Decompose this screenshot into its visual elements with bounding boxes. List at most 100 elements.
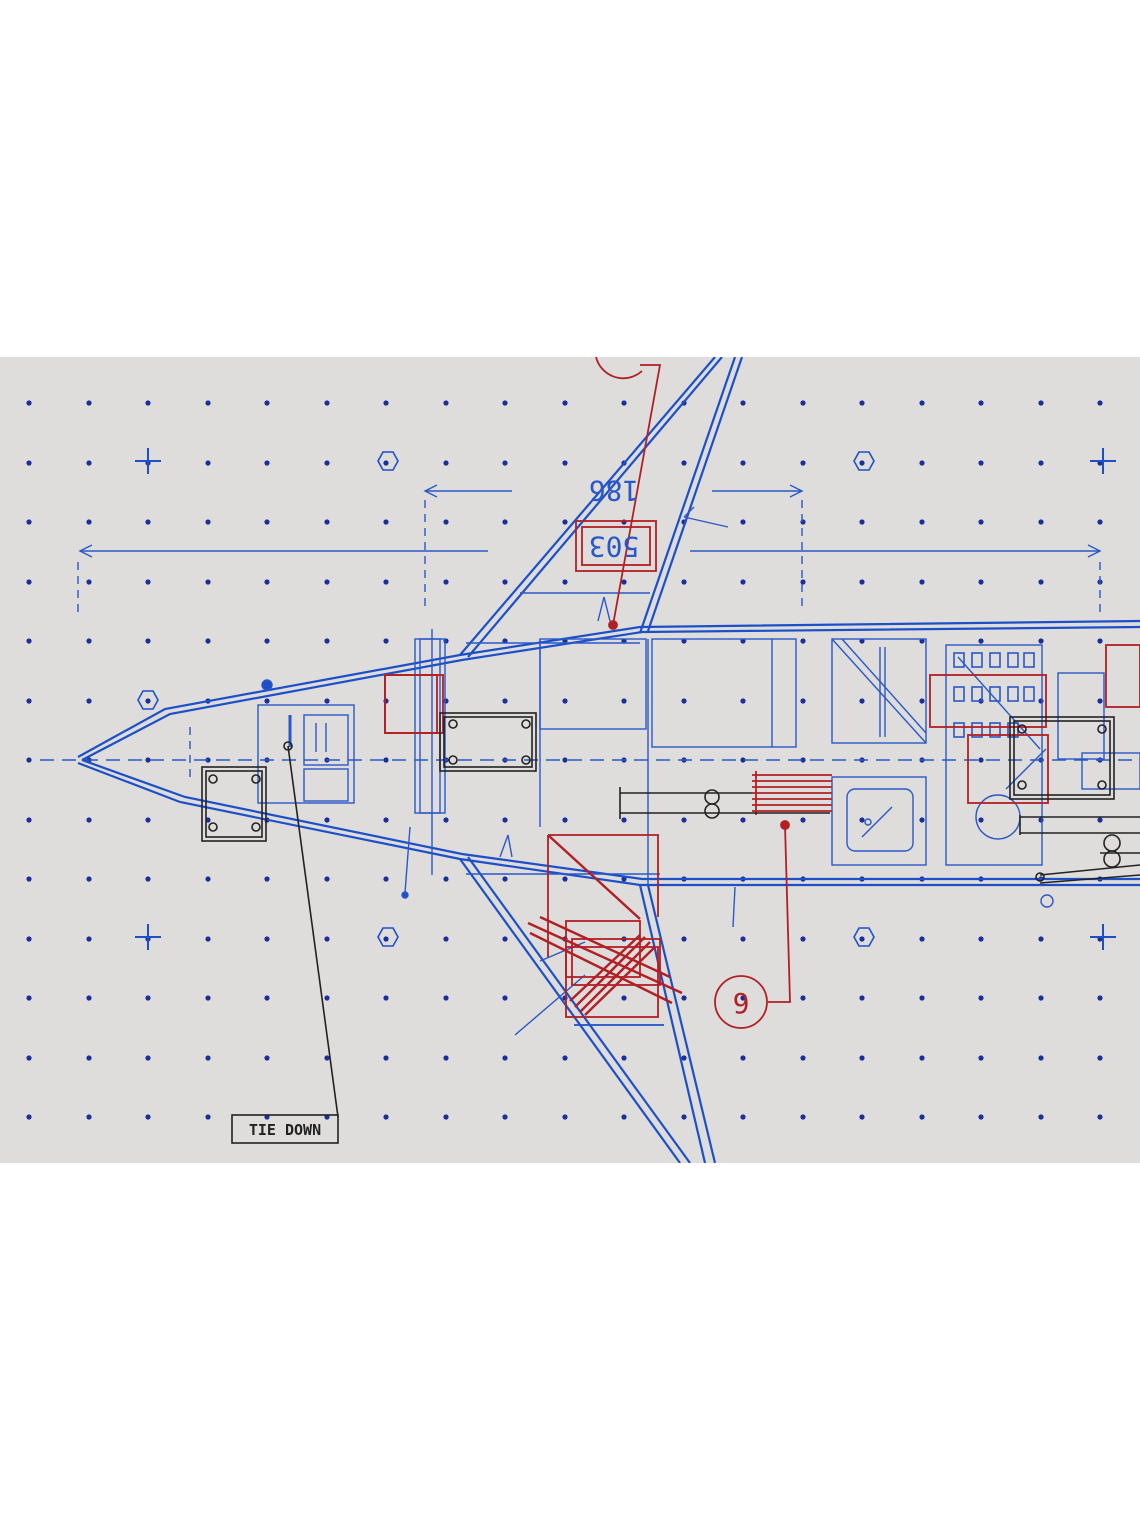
grid-dot xyxy=(264,995,270,1001)
grid-dot xyxy=(26,1055,32,1061)
callout-circle-bottom xyxy=(714,975,768,1029)
grid-dot xyxy=(443,817,449,823)
grid-dot xyxy=(383,1055,389,1061)
grid-dot xyxy=(324,817,330,823)
grid-dot xyxy=(859,579,865,585)
grid-dot xyxy=(800,519,806,525)
grid-dot xyxy=(1097,1055,1103,1061)
grid-dot xyxy=(1038,1055,1044,1061)
grid-dot xyxy=(205,638,211,644)
grid-dot xyxy=(145,698,151,704)
dot-grid xyxy=(26,400,1103,1120)
grid-dot xyxy=(1038,995,1044,1001)
grid-dot xyxy=(740,817,746,823)
grid-dot xyxy=(800,400,806,406)
grid-dot xyxy=(145,817,151,823)
grid-dot xyxy=(681,638,687,644)
grid-dot xyxy=(26,876,32,882)
grid-dot xyxy=(502,995,508,1001)
grid-dot xyxy=(26,460,32,466)
tie-down-label: TIE DOWN xyxy=(249,1121,321,1139)
grid-dot xyxy=(502,1114,508,1120)
grid-dot xyxy=(859,995,865,1001)
hexagon-mark xyxy=(377,451,399,471)
grid-dot xyxy=(26,995,32,1001)
fuselage-outline xyxy=(77,619,1140,887)
grid-dot xyxy=(919,460,925,466)
grid-dot xyxy=(740,1114,746,1120)
cross-mark-bottom-right xyxy=(1090,924,1116,950)
grid-dot xyxy=(205,579,211,585)
grid-dot xyxy=(145,1114,151,1120)
grid-dot xyxy=(324,698,330,704)
grid-dot xyxy=(86,1114,92,1120)
red-hatch-block xyxy=(752,771,832,815)
grid-dot xyxy=(443,936,449,942)
grid-dot xyxy=(740,519,746,525)
aircraft-plan-drawing: 9 186 503 TIE DOWN xyxy=(26,357,1140,1163)
hexagon-marks xyxy=(137,451,875,947)
grid-dot xyxy=(86,1055,92,1061)
grid-dot xyxy=(919,638,925,644)
grid-dot xyxy=(86,579,92,585)
grid-dot xyxy=(324,936,330,942)
grid-dot xyxy=(859,1114,865,1120)
grid-dot xyxy=(621,698,627,704)
grid-dot xyxy=(800,460,806,466)
grid-dot xyxy=(26,757,32,763)
grid-dot xyxy=(443,876,449,882)
grid-dot xyxy=(264,936,270,942)
grid-dot xyxy=(26,936,32,942)
grid-dot xyxy=(145,579,151,585)
grid-dot xyxy=(443,519,449,525)
grid-dot xyxy=(205,519,211,525)
grid-dot xyxy=(800,936,806,942)
cross-mark-top-left xyxy=(135,448,161,474)
grid-dot xyxy=(978,757,984,763)
grid-dot xyxy=(621,1114,627,1120)
grid-dot xyxy=(740,936,746,942)
grid-dot xyxy=(919,936,925,942)
grid-dot xyxy=(800,817,806,823)
grid-dot xyxy=(621,1055,627,1061)
grid-dot xyxy=(621,579,627,585)
grid-dot xyxy=(383,817,389,823)
grid-dot xyxy=(859,519,865,525)
grid-dot xyxy=(383,995,389,1001)
grid-dot xyxy=(324,638,330,644)
grid-dot xyxy=(800,1114,806,1120)
grid-dot xyxy=(562,876,568,882)
grid-dot xyxy=(740,995,746,1001)
hexagon-mark xyxy=(137,690,159,710)
callout-number-bottom: 9 xyxy=(733,987,750,1020)
dimension-number: 186 xyxy=(589,474,640,507)
grid-dot xyxy=(1038,519,1044,525)
grid-dot xyxy=(978,400,984,406)
grid-dot xyxy=(205,1114,211,1120)
grid-dot xyxy=(562,698,568,704)
grid-dot xyxy=(205,1055,211,1061)
grid-dot xyxy=(324,995,330,1001)
grid-dot xyxy=(205,460,211,466)
grid-dot xyxy=(740,638,746,644)
grid-dot xyxy=(443,995,449,1001)
grid-dot xyxy=(502,936,508,942)
grid-dot xyxy=(978,936,984,942)
grid-dot xyxy=(264,876,270,882)
grid-dot xyxy=(383,519,389,525)
grid-dot xyxy=(562,757,568,763)
grid-dot xyxy=(859,698,865,704)
grid-dot xyxy=(681,460,687,466)
grid-dot xyxy=(859,936,865,942)
equipment-blue xyxy=(189,629,1140,908)
black-ink-overlays xyxy=(201,712,1140,1144)
grid-dot xyxy=(681,936,687,942)
grid-dot xyxy=(1097,1114,1103,1120)
dimension-lines xyxy=(77,484,1102,617)
grid-dot xyxy=(26,698,32,704)
grid-dot xyxy=(978,817,984,823)
grid-dot xyxy=(86,876,92,882)
grid-dot xyxy=(978,638,984,644)
grid-dot xyxy=(145,757,151,763)
grid-dot xyxy=(562,519,568,525)
